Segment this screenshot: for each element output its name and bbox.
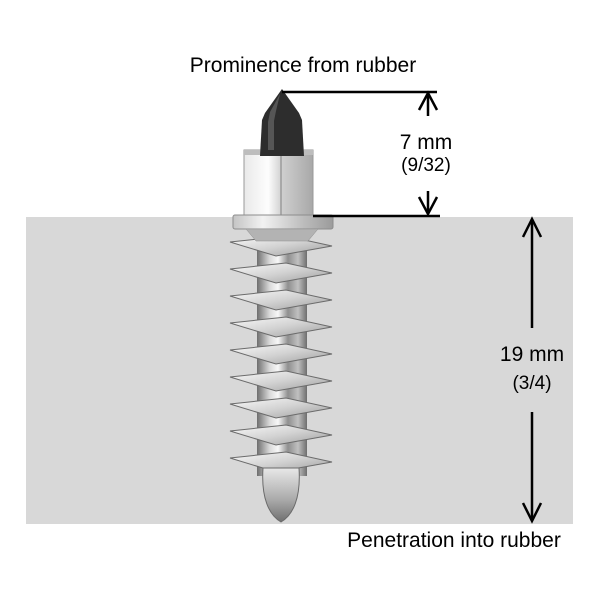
dimension-annotations bbox=[282, 90, 543, 524]
penetration-arrow-up-icon bbox=[521, 216, 543, 328]
prominence-arrow-down-icon bbox=[417, 191, 439, 217]
stud-illustration bbox=[229, 89, 334, 523]
penetration-fraction: (3/4) bbox=[512, 373, 551, 394]
penetration-value: 19 mm bbox=[500, 343, 564, 366]
prominence-arrow-up-icon bbox=[417, 90, 439, 116]
penetration-label: Penetration into rubber bbox=[347, 529, 561, 552]
stud-hex-body bbox=[243, 149, 314, 221]
prominence-fraction: (9/32) bbox=[401, 155, 451, 176]
prominence-label: Prominence from rubber bbox=[190, 54, 416, 77]
stud-flange-neck bbox=[245, 228, 319, 242]
stud-bottom-point bbox=[262, 467, 300, 523]
penetration-arrow-down-icon bbox=[521, 412, 543, 524]
stud-carbide-tip-highlight bbox=[268, 94, 280, 150]
prominence-value: 7 mm bbox=[400, 131, 453, 154]
